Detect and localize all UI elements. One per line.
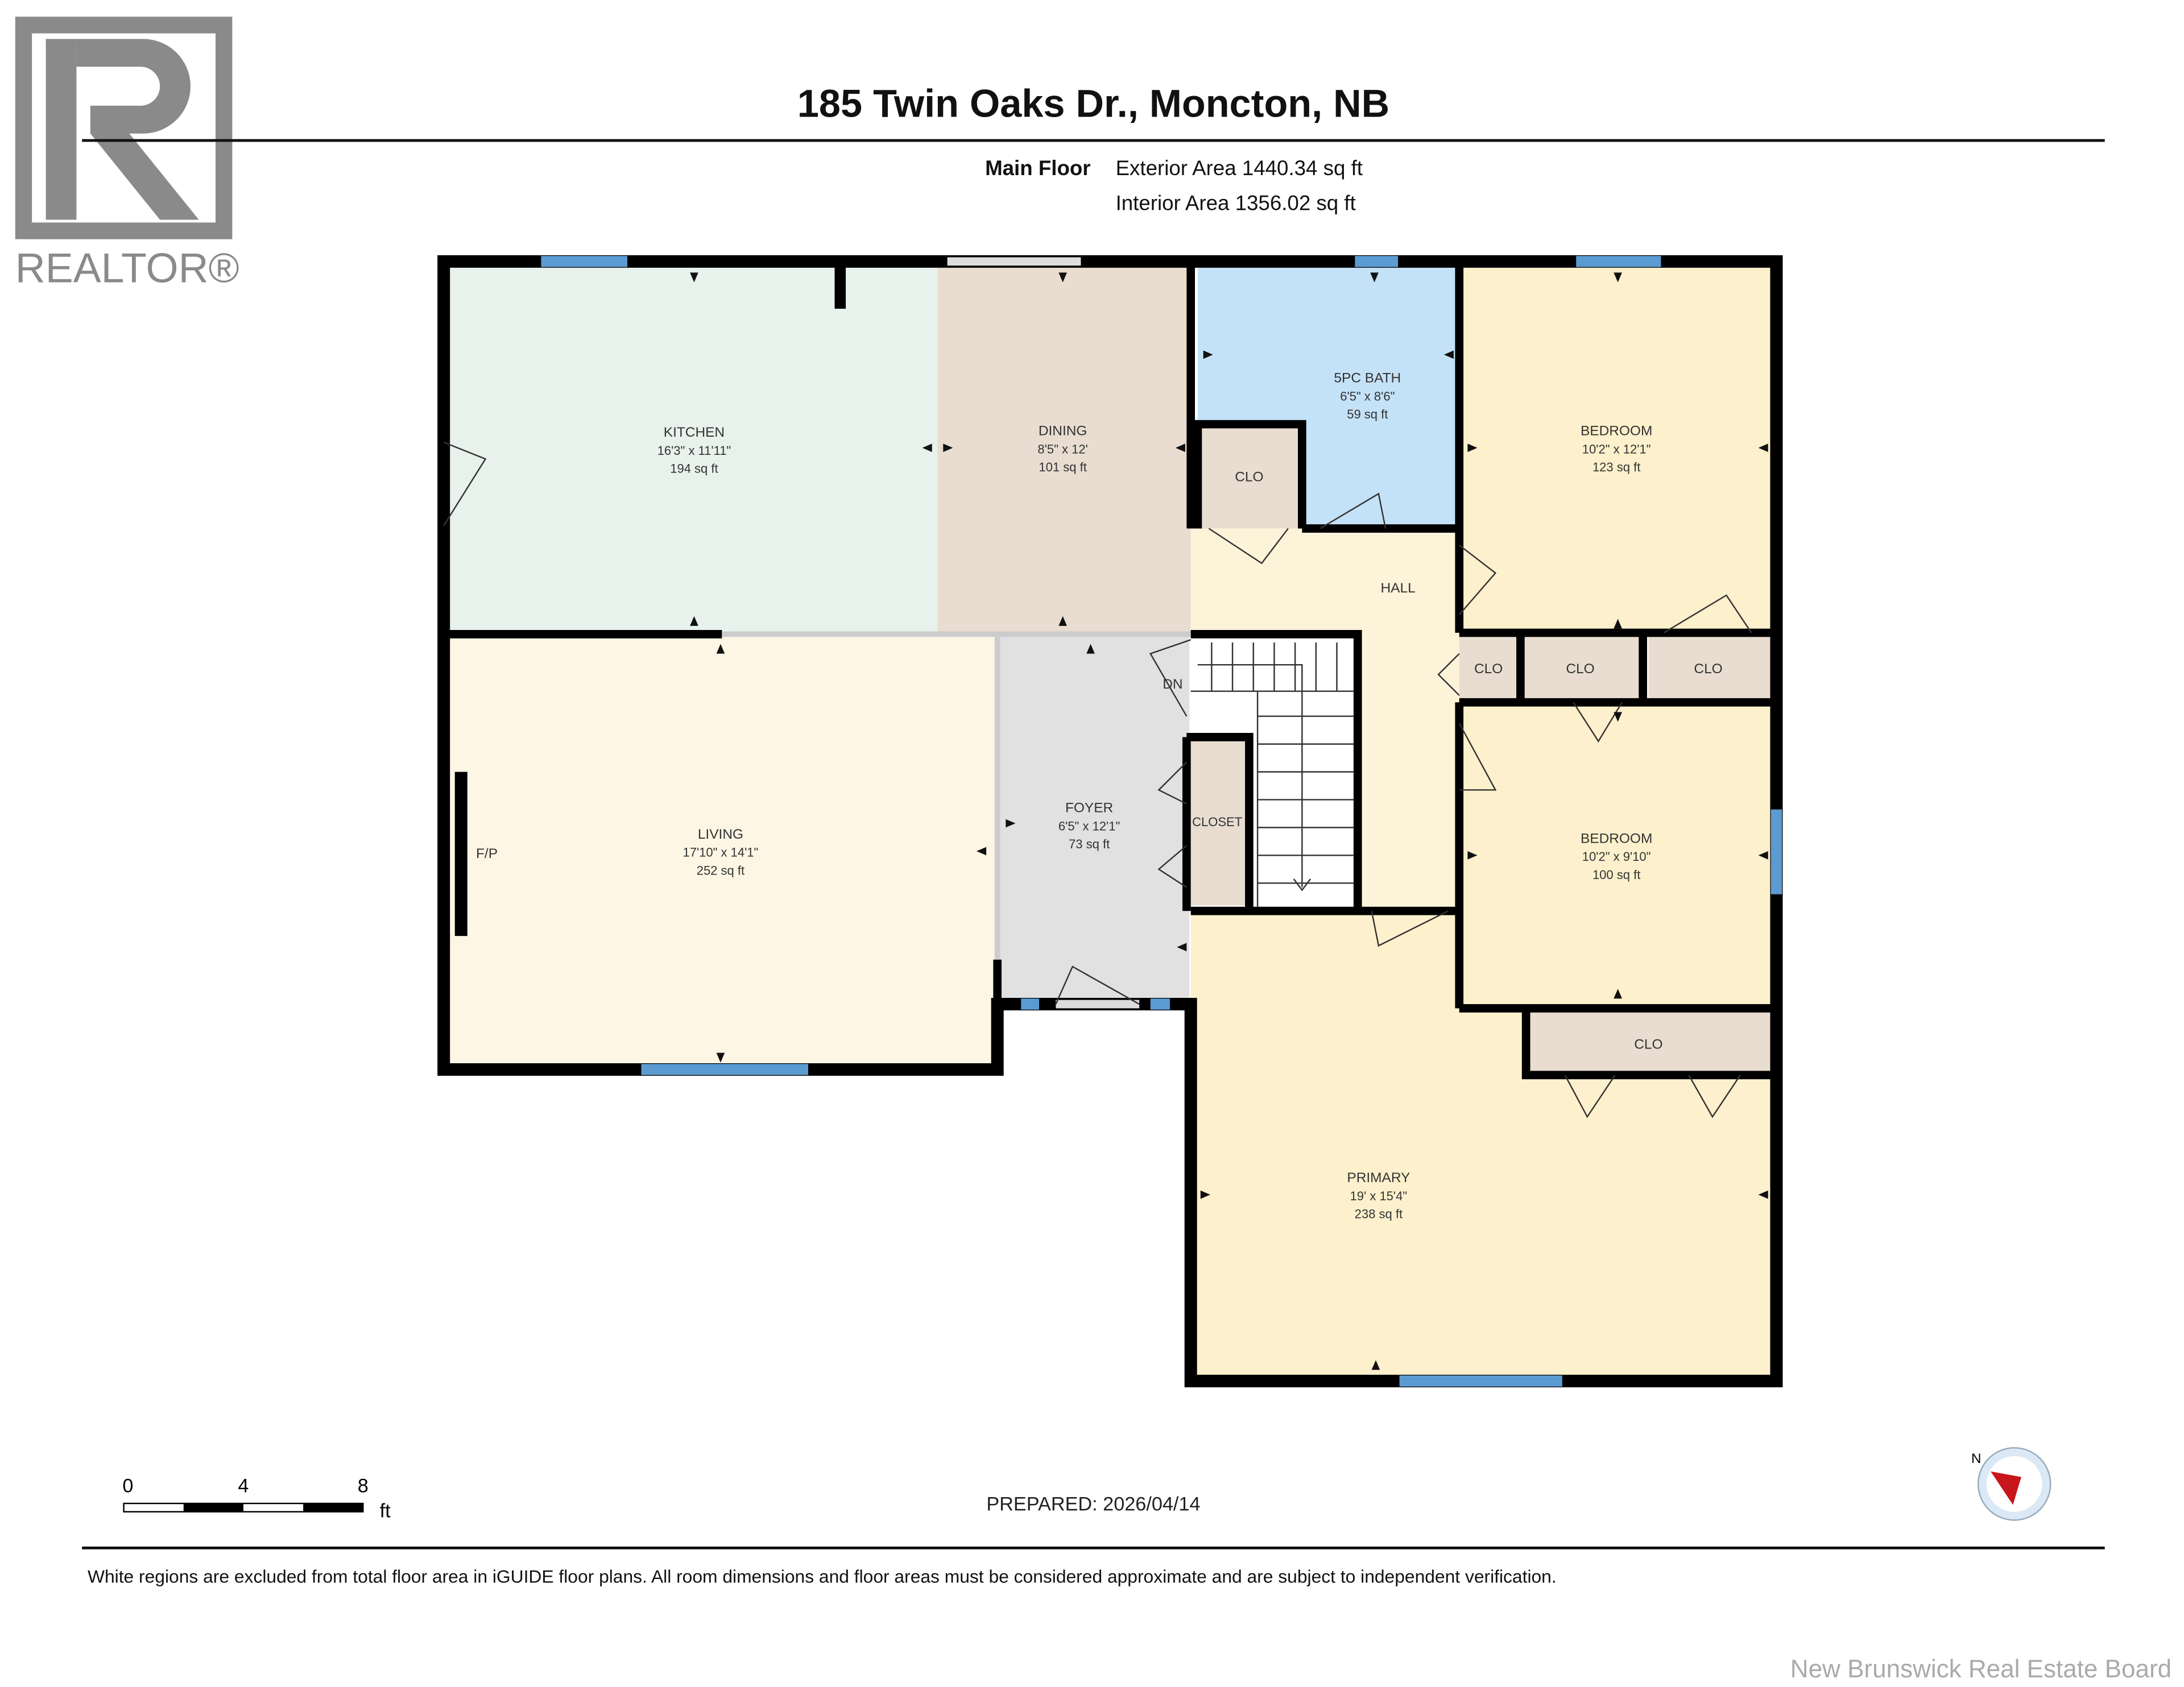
room-label-bedroom2: BEDROOM 10'2" x 9'10" 100 sq ft	[1581, 831, 1652, 882]
clo-area-1	[1459, 637, 1518, 700]
room-label-foyer: FOYER 6'5" x 12'1" 73 sq ft	[1058, 800, 1120, 851]
room-label-living: LIVING 17'10" x 14'1" 252 sq ft	[682, 827, 758, 878]
clo-area-3	[1648, 637, 1774, 700]
room-dimensions: 16'3" x 11'11"	[657, 443, 731, 458]
bedroom1-area	[1459, 264, 1774, 635]
room-area: 100 sq ft	[1592, 868, 1640, 882]
floor-label: Main Floor	[985, 156, 1090, 180]
room-area: 238 sq ft	[1355, 1207, 1403, 1221]
room-area: 59 sq ft	[1347, 407, 1388, 421]
room-name: FOYER	[1065, 800, 1113, 815]
room-area: 101 sq ft	[1039, 460, 1086, 474]
room-name: LIVING	[698, 827, 743, 842]
interior-area: Interior Area 1356.02 sq ft	[1116, 191, 1356, 214]
prepared-date: PREPARED: 2026/04/14	[986, 1493, 1200, 1515]
scale-unit: ft	[380, 1501, 391, 1522]
clo-area-2	[1523, 637, 1640, 700]
room-name: BEDROOM	[1581, 424, 1652, 439]
scale-tick-8: 8	[358, 1475, 369, 1497]
scale-bar: 0 4 8 ft	[122, 1475, 391, 1522]
room-area: 73 sq ft	[1069, 837, 1110, 851]
room-label-kitchen: KITCHEN 16'3" x 11'11" 194 sq ft	[657, 425, 731, 476]
room-dimensions: 6'5" x 12'1"	[1058, 819, 1120, 833]
foyer-area	[997, 634, 1190, 1005]
room-dimensions: 10'2" x 12'1"	[1582, 442, 1651, 456]
room-name: PRIMARY	[1347, 1170, 1410, 1186]
room-label-bath: 5PC BATH 6'5" x 8'6" 59 sq ft	[1334, 371, 1401, 422]
clo-label-2: CLO	[1566, 661, 1594, 677]
primary-closet-area	[1526, 1012, 1774, 1074]
clo-label-1: CLO	[1474, 661, 1503, 677]
room-label-primary: PRIMARY 19' x 15'4" 238 sq ft	[1347, 1170, 1410, 1221]
room-dimensions: 10'2" x 9'10"	[1582, 849, 1651, 864]
walls	[437, 255, 1783, 1387]
clo-label-primary: CLO	[1634, 1037, 1662, 1052]
room-name: BEDROOM	[1581, 831, 1652, 846]
fireplace-label: F/P	[476, 846, 498, 861]
scale-tick-0: 0	[122, 1475, 133, 1497]
room-name: 5PC BATH	[1334, 371, 1401, 386]
exterior-area: Exterior Area 1440.34 sq ft	[1116, 156, 1363, 180]
windows	[541, 256, 1782, 1387]
staircase	[1190, 643, 1354, 907]
watermark: New Brunswick Real Estate Board	[1790, 1655, 2171, 1683]
page-title: 185 Twin Oaks Dr., Moncton, NB	[797, 81, 1389, 125]
room-dimensions: 17'10" x 14'1"	[682, 845, 758, 860]
room-label-hall: HALL	[1381, 581, 1416, 596]
living-area	[446, 634, 996, 1068]
door-swings	[443, 441, 1752, 1118]
room-area: 194 sq ft	[670, 462, 718, 476]
scale-tick-4: 4	[238, 1475, 249, 1497]
realtor-logo: REALTOR®	[15, 16, 239, 292]
clo-label-3: CLO	[1694, 661, 1722, 677]
primary-area	[1190, 911, 1774, 1381]
room-name: DINING	[1039, 424, 1087, 439]
svg-text:N: N	[1971, 1451, 1982, 1466]
closet-area	[1186, 741, 1250, 906]
room-label-bedroom1: BEDROOM 10'2" x 12'1" 123 sq ft	[1581, 424, 1652, 475]
room-label-closet: CLOSET	[1192, 815, 1242, 829]
room-dimensions: 6'5" x 8'6"	[1340, 389, 1395, 403]
disclaimer: White regions are excluded from total fl…	[88, 1566, 1557, 1587]
room-area: 252 sq ft	[697, 864, 744, 878]
dining-area	[937, 264, 1191, 633]
dimension-arrows	[690, 272, 1768, 1370]
bath-closet-area	[1197, 424, 1302, 529]
kitchen-area	[446, 264, 938, 633]
room-name: KITCHEN	[664, 425, 725, 440]
compass-icon: N	[1971, 1447, 2051, 1521]
realtor-logo-text: REALTOR®	[15, 245, 239, 292]
clo-label-bath: CLO	[1235, 469, 1263, 484]
room-dimensions: 19' x 15'4"	[1350, 1189, 1408, 1203]
room-dimensions: 8'5" x 12'	[1037, 442, 1087, 456]
room-label-dining: DINING 8'5" x 12' 101 sq ft	[1037, 424, 1087, 475]
room-area: 123 sq ft	[1592, 460, 1640, 474]
stairs-down-label: DN	[1163, 677, 1182, 692]
room-fills	[446, 264, 1774, 1381]
